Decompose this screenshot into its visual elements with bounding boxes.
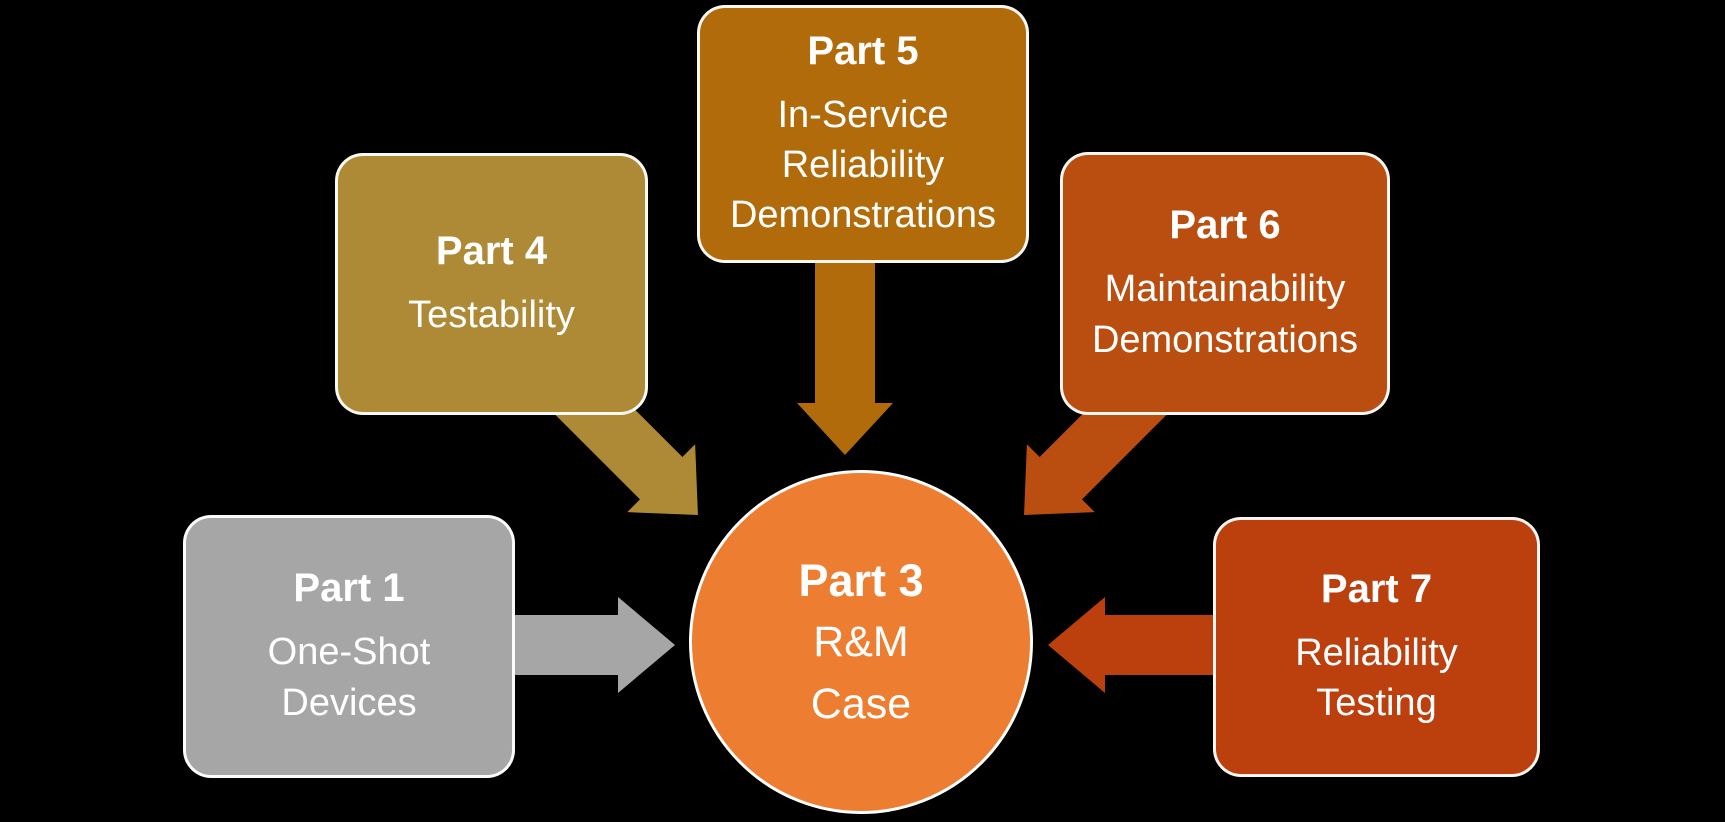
node-part4-body: Testability xyxy=(408,293,575,336)
node-part4-title: Part 4 xyxy=(435,228,548,273)
part5-to-part3-arrow-icon xyxy=(797,250,893,455)
node-part1: Part 1 One-Shot Devices xyxy=(183,515,515,778)
node-part7-title: Part 7 xyxy=(1320,566,1433,611)
node-part7: Part 7 Reliability Testing xyxy=(1213,517,1540,777)
arrow-shape xyxy=(505,597,675,693)
node-part3-body: R&M Case xyxy=(810,618,912,728)
arrow-shape xyxy=(797,250,893,455)
node-part5-title: Part 5 xyxy=(807,28,919,73)
node-part6-title: Part 6 xyxy=(1169,203,1281,248)
node-part5: Part 5 In-Service Reliability Demonstrat… xyxy=(697,5,1029,263)
arrow-shape xyxy=(1048,597,1218,693)
node-part3-center-circle: Part 3 R&M Case xyxy=(689,470,1033,814)
node-part7-body: Reliability Testing xyxy=(1295,631,1458,724)
node-part1-body: One-Shot Devices xyxy=(267,631,431,724)
node-part1-title: Part 1 xyxy=(293,566,405,611)
node-part5-body: In-Service Reliability Demonstrations xyxy=(729,93,997,237)
node-part6-body: Maintainability Demonstrations xyxy=(1091,268,1359,361)
node-part6: Part 6 Maintainability Demonstrations xyxy=(1060,152,1390,415)
node-part3-title: Part 3 xyxy=(798,555,924,607)
node-part4: Part 4 Testability xyxy=(335,153,648,415)
part7-to-part3-arrow-icon xyxy=(1048,597,1218,693)
part1-to-part3-arrow-icon xyxy=(505,597,675,693)
